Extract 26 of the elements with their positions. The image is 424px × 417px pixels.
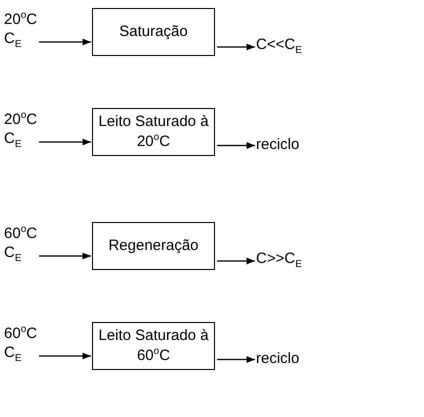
box-label: Saturação [118, 22, 189, 42]
arrow [217, 258, 255, 264]
arrow [217, 142, 255, 149]
box-label: Leito Saturado à 20$^{o}$C [97, 112, 210, 152]
box-label: Regeneração [107, 236, 200, 256]
output-label: C>>C$_{E}$ [256, 250, 302, 272]
input-label: C$_{E}$ [4, 344, 23, 366]
process-box [92, 222, 215, 270]
arrow [217, 356, 255, 363]
input-label: 20$^{o}$C [4, 110, 38, 130]
input-label: C$_{E}$ [4, 130, 23, 152]
output-label: C<<C$_{E}$ [256, 36, 302, 58]
box-label: Leito Saturado à 60$^{o}$C [97, 326, 210, 366]
arrow [39, 252, 91, 260]
process-box [92, 8, 215, 56]
output-label: reciclo [256, 350, 300, 369]
arrow [217, 44, 255, 50]
arrow [39, 352, 91, 360]
input-label: 60$^{o}$C [4, 224, 38, 244]
input-label: 60$^{o}$C [4, 324, 38, 344]
arrow [39, 38, 91, 46]
input-label: C$_{E}$ [4, 244, 23, 266]
output-label: reciclo [256, 136, 300, 155]
input-label: C$_{E}$ [4, 30, 23, 52]
arrow [39, 138, 91, 146]
input-label: 20$^{o}$C [4, 10, 38, 30]
